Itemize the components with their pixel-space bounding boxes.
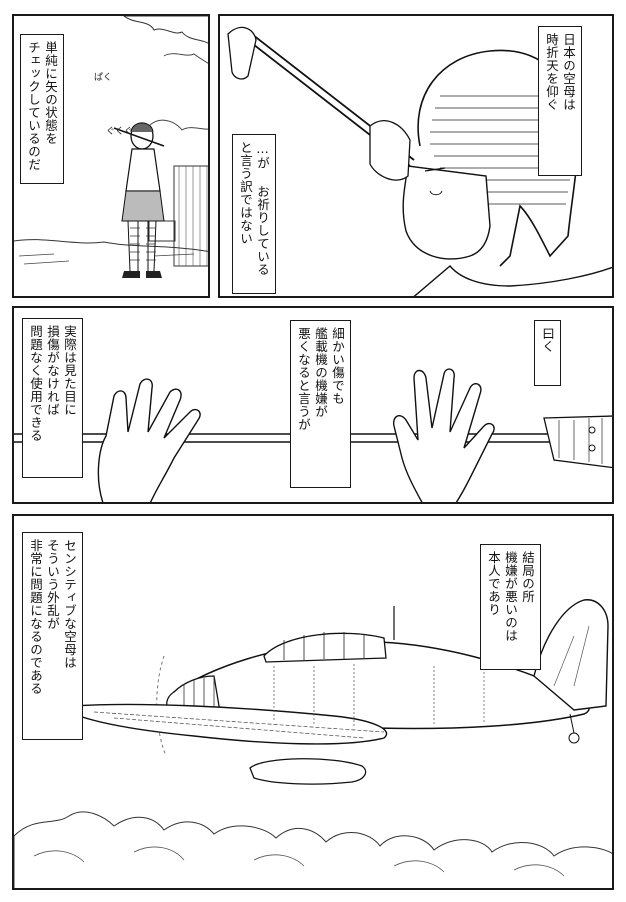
panel-3-caption-mid-line-1: 細かい傷でも <box>330 327 345 405</box>
panel-2-caption-right-line-1: 日本の空母は <box>561 33 576 111</box>
panel-3-caption-mid-line-2: 艦載機の機嫌が <box>313 327 328 418</box>
panel-4-caption-left: センシティブな空母は そういう外乱が 非常に問題になるのである <box>22 532 83 740</box>
panel-1: 単純に矢の状態を チェックしているのだ ぐくぐ ぱく <box>12 14 210 298</box>
panel-4-caption-right-line-2: 機嫌が悪いのは <box>503 551 518 642</box>
panel-2-caption-left: …が お祈りしている と言う訳ではない <box>232 134 276 294</box>
panel-3-caption-left-line-1: 実際は見た目に <box>62 325 77 416</box>
panel-2-caption-right: 日本の空母は 時折天を仰ぐ <box>538 26 582 176</box>
panel-4-caption-right-line-3: 本人であり <box>486 551 501 616</box>
panel-4: 結局の所 機嫌が悪いのは 本人であり センシティブな空母は そういう外乱が 非常… <box>12 514 614 890</box>
panel-4-caption-left-line-1: センシティブな空母は <box>62 539 77 669</box>
panel-1-caption: 単純に矢の状態を チェックしているのだ <box>20 34 64 184</box>
panel-1-art <box>14 16 208 278</box>
panel-3-caption-mid-line-3: 悪くなると言うが <box>296 327 311 431</box>
panel-2-caption-right-line-2: 時折天を仰ぐ <box>544 33 559 111</box>
panel-4-caption-right-line-1: 結局の所 <box>520 551 535 603</box>
panel-2: 日本の空母は 時折天を仰ぐ …が お祈りしている と言う訳ではない <box>218 14 614 298</box>
panel-3-caption-right: 曰く <box>534 320 561 386</box>
panel-3-art <box>14 368 612 502</box>
panel-4-caption-left-line-3: 非常に問題になるのである <box>28 539 43 695</box>
panel-1-sfx-gukugu: ぐくぐ <box>106 127 134 137</box>
panel-2-caption-left-line-2: と言う訳ではない <box>238 141 253 245</box>
panel-3-caption-left-line-3: 問題なく使用できる <box>28 325 43 442</box>
panel-3-caption-left-line-2: 損傷がなければ <box>45 325 60 416</box>
panel-3-caption-mid: 細かい傷でも 艦載機の機嫌が 悪くなると言うが <box>290 320 351 488</box>
panel-3-caption-left: 実際は見た目に 損傷がなければ 問題なく使用できる <box>22 318 83 478</box>
panel-1-caption-line-1: 単純に矢の状態を <box>43 41 58 145</box>
panel-1-caption-line-2: チェックしているのだ <box>26 41 41 171</box>
panel-2-caption-left-line-1: …が お祈りしている <box>255 141 270 276</box>
panel-4-caption-left-line-2: そういう外乱が <box>45 539 60 630</box>
panel-3: 曰く 細かい傷でも 艦載機の機嫌が 悪くなると言うが 実際は見た目に 損傷がなけ… <box>12 306 614 504</box>
panel-1-sfx-paku: ぱく <box>94 73 113 83</box>
panel-3-caption-right-text: 曰く <box>540 327 555 353</box>
panel-4-caption-right: 結局の所 機嫌が悪いのは 本人であり <box>480 544 541 670</box>
